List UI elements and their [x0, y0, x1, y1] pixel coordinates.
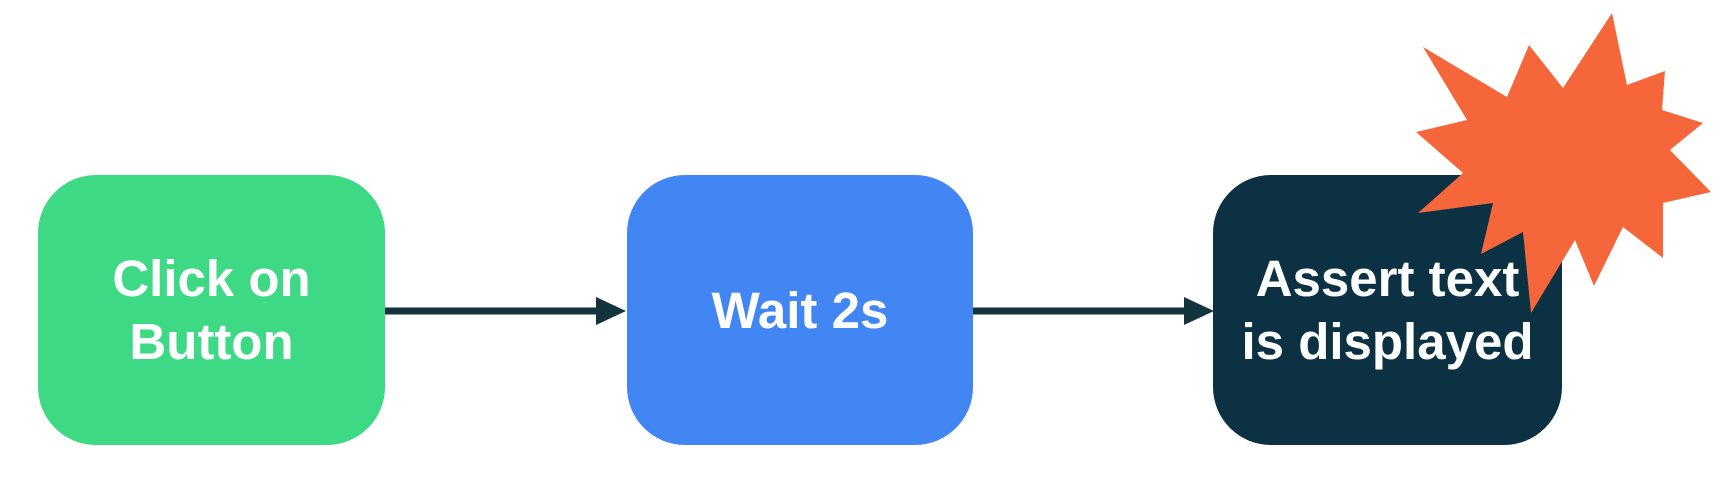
- explosion-burst-icon: [1416, 13, 1711, 313]
- explosion-burst-shape: [1416, 13, 1711, 313]
- flow-node-label: Click on Button: [112, 250, 311, 370]
- flow-node-label: Assert text is displayed: [1241, 250, 1534, 370]
- flow-node-label: Wait 2s: [711, 281, 889, 339]
- flow-arrow-1: [385, 297, 626, 325]
- arrow-head-icon: [596, 297, 626, 325]
- flow-node-wait-2s[interactable]: Wait 2s: [627, 175, 973, 445]
- arrow-head-icon: [1184, 297, 1214, 325]
- flow-node-click-on-button[interactable]: Click on Button: [38, 175, 385, 445]
- flow-arrow-2: [973, 297, 1214, 325]
